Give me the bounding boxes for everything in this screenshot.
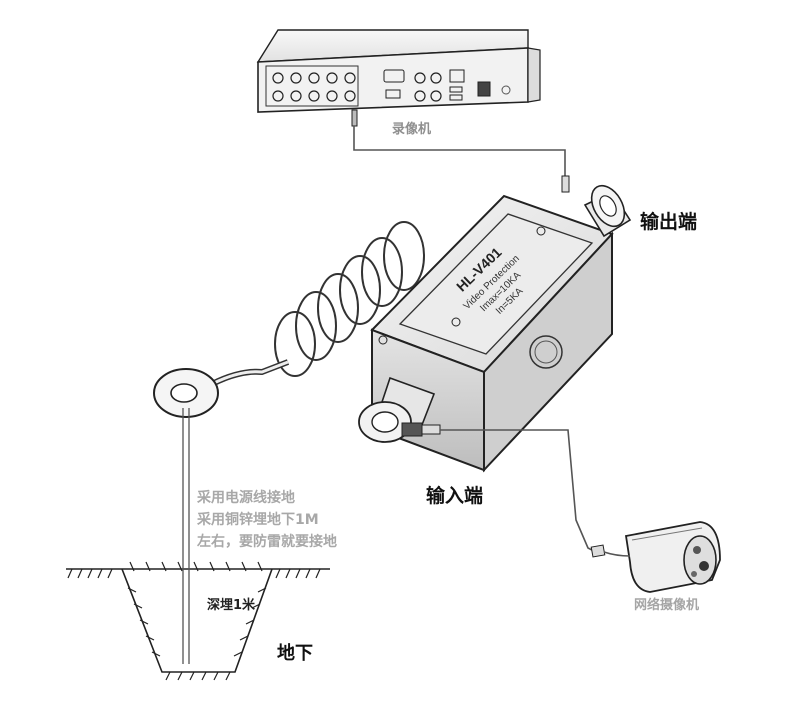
recorder-cable	[353, 126, 566, 180]
underground-label: 地下	[277, 643, 313, 664]
ground-wire	[182, 408, 190, 664]
input-end-label: 输入端	[426, 485, 484, 507]
grounding-note-line-3: 左右，要防雷就要接地	[197, 534, 337, 550]
grounding-note-line-2: 采用铜锌埋地下1M	[197, 512, 319, 528]
input-connector	[358, 376, 436, 443]
recorder-label: 录像机	[392, 122, 432, 137]
coiled-ground-cable	[274, 221, 425, 377]
network-camera	[603, 521, 721, 593]
output-connector	[583, 184, 632, 238]
recorder-device	[256, 29, 541, 127]
ground-pit	[66, 561, 330, 681]
network-camera-label: 网络摄像机	[634, 598, 700, 613]
surge-protector	[153, 184, 632, 473]
burial-depth-label: 深埋1米	[207, 598, 256, 613]
input-cable	[401, 422, 606, 558]
output-end-label: 输出端	[640, 211, 698, 233]
grounding-note-line-1: 采用电源线接地	[197, 490, 295, 506]
